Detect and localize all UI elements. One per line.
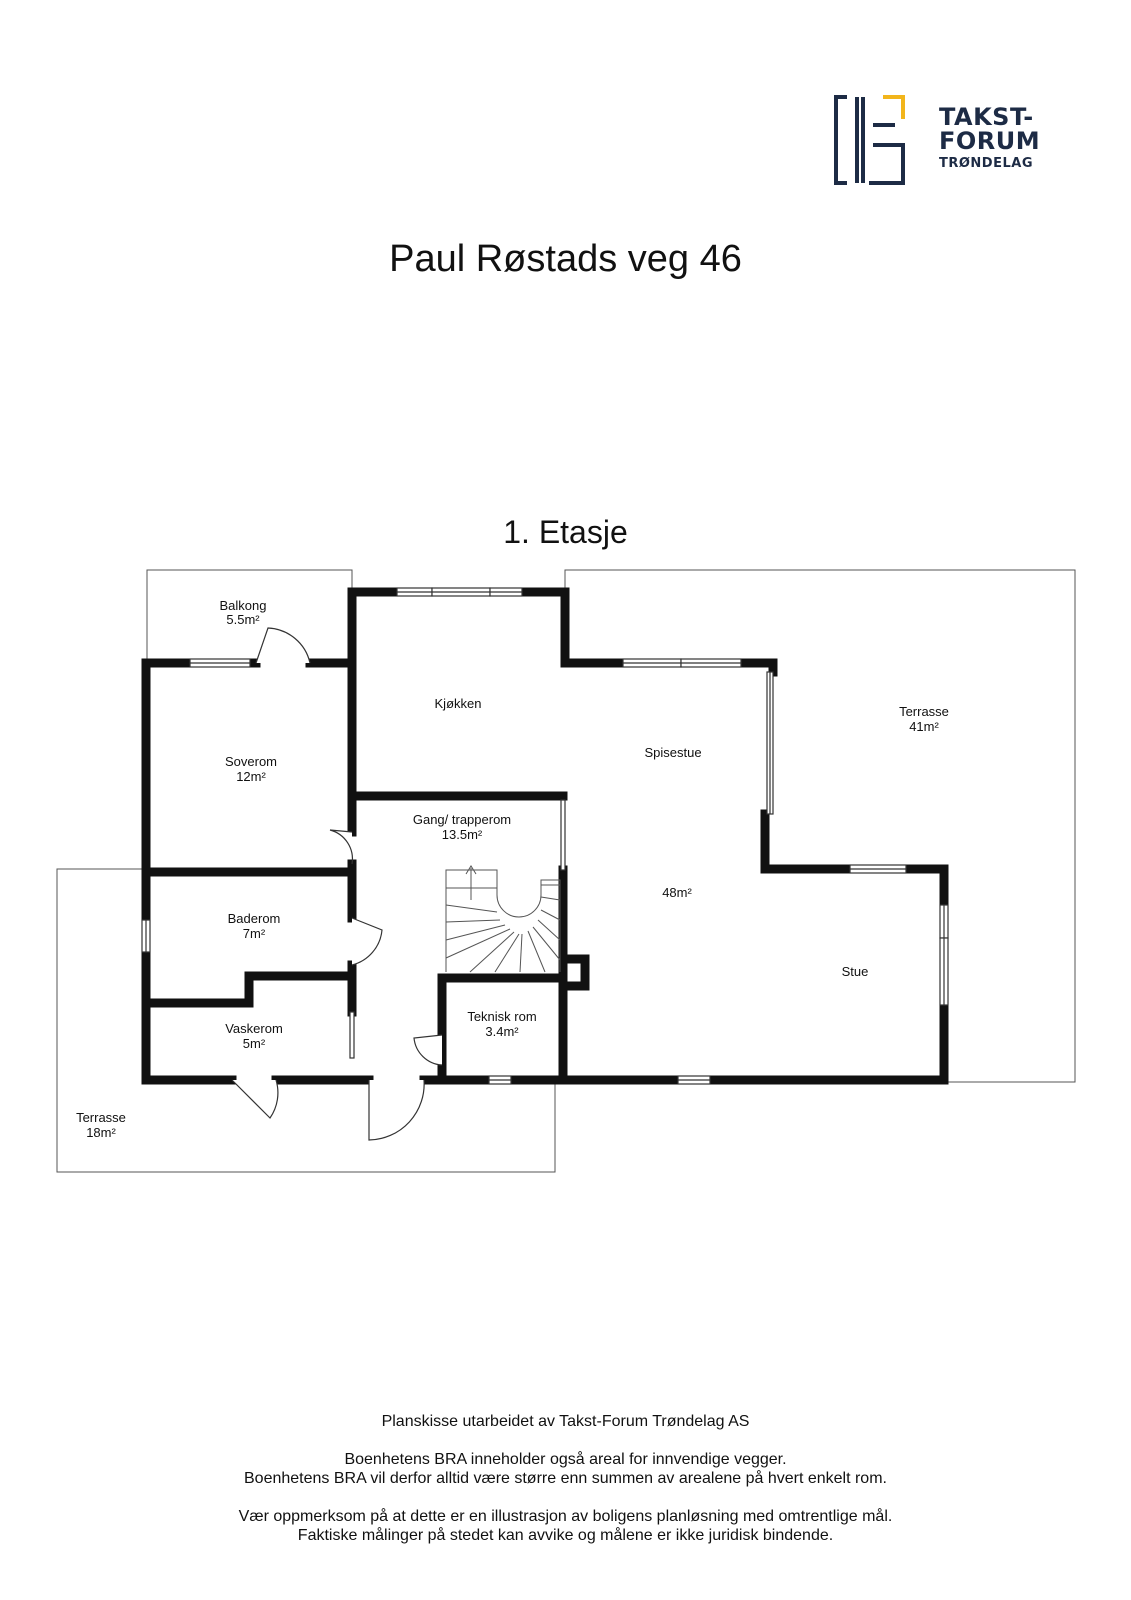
room-area-open: 48m² (662, 885, 692, 900)
wall-kjokken-top (517, 587, 628, 668)
window (488, 1075, 512, 1085)
window (431, 587, 491, 597)
room-area-baderom: 7m² (243, 926, 266, 941)
room-area-soverom: 12m² (236, 769, 266, 784)
room-name-soverom: Soverom (225, 754, 277, 769)
room-name-stue: Stue (842, 964, 869, 979)
logo-line-3: TRØNDELAG (939, 156, 1033, 171)
wall-teknisk (437, 973, 568, 1085)
room-name-balkong: Balkong (220, 598, 267, 613)
room-name-gang: Gang/ trapperom (413, 812, 511, 827)
door-swing (231, 1079, 279, 1119)
window (680, 658, 742, 668)
takst-forum-logo-icon (834, 95, 905, 185)
room-name-teknisk: Teknisk rom (467, 1009, 536, 1024)
window (396, 587, 433, 597)
company-logo: TAKST- FORUM TRØNDELAG (833, 95, 1053, 187)
balkong-outline (146, 569, 353, 659)
windows (141, 587, 949, 1085)
terrasse-left-outline (56, 868, 556, 1173)
window (622, 658, 682, 668)
window (489, 587, 523, 597)
sliding-door (766, 671, 774, 815)
room-name-kjokken: Kjøkken (435, 696, 482, 711)
room-name-vaskerom: Vaskerom (225, 1021, 283, 1036)
room-name-terrasse-left: Terrasse (76, 1110, 126, 1125)
window (560, 799, 566, 871)
logo-text: TAKST- FORUM TRØNDELAG (939, 105, 1040, 170)
door-swing (329, 829, 354, 865)
outdoor-outlines (56, 569, 1076, 1173)
footer-disclaimer: Planskisse utarbeidet av Takst-Forum Trø… (0, 1412, 1131, 1545)
window (349, 1011, 355, 1059)
room-name-terrasse-right: Terrasse (899, 704, 949, 719)
window (141, 919, 151, 953)
wall-spisestue-top (736, 658, 778, 677)
footer-note-1: Vær oppmerksom på at dette er en illustr… (238, 1508, 893, 1525)
wall-baderom-bottom (141, 971, 357, 1008)
door-swing (368, 1079, 425, 1141)
window (849, 864, 907, 874)
wall-stue (901, 864, 949, 910)
staircase (445, 865, 561, 973)
footer-credit: Planskisse utarbeidet av Takst-Forum Trø… (381, 1413, 750, 1430)
room-labels: Balkong 5.5m² Soverom 12m² Kjøkken Spise… (76, 598, 949, 1140)
footer-bra-1: Boenhetens BRA inneholder også areal for… (344, 1451, 787, 1468)
logo-line-1: TAKST- (939, 103, 1034, 131)
room-area-teknisk: 3.4m² (485, 1024, 519, 1039)
page-title: Paul Røstads veg 46 (389, 238, 742, 280)
room-area-gang: 13.5m² (442, 827, 483, 842)
room-area-terrasse-left: 18m² (86, 1125, 116, 1140)
doors (231, 627, 443, 1141)
door-swing (413, 1034, 443, 1066)
room-area-terrasse-right: 41m² (909, 719, 939, 734)
walls (141, 587, 949, 1085)
door-swing (351, 917, 383, 966)
room-area-balkong: 5.5m² (226, 612, 260, 627)
room-name-spisestue: Spisestue (644, 745, 701, 760)
window (939, 904, 949, 939)
window (677, 1075, 711, 1085)
door-swing (255, 627, 311, 664)
logo-line-2: FORUM (939, 127, 1041, 155)
room-area-vaskerom: 5m² (243, 1036, 266, 1051)
footer-bra-2: Boenhetens BRA vil derfor alltid være st… (244, 1470, 887, 1487)
window (939, 937, 949, 1006)
wall-kjokken-left (347, 587, 402, 668)
window (189, 658, 251, 668)
wall-stue (760, 809, 855, 874)
footer-note-2: Faktiske målinger på stedet kan avvike o… (297, 1527, 834, 1544)
room-name-baderom: Baderom (228, 911, 281, 926)
terrasse-right-outline (564, 569, 1076, 1083)
floor-title: 1. Etasje (503, 514, 628, 550)
wall-chimney (561, 954, 590, 991)
